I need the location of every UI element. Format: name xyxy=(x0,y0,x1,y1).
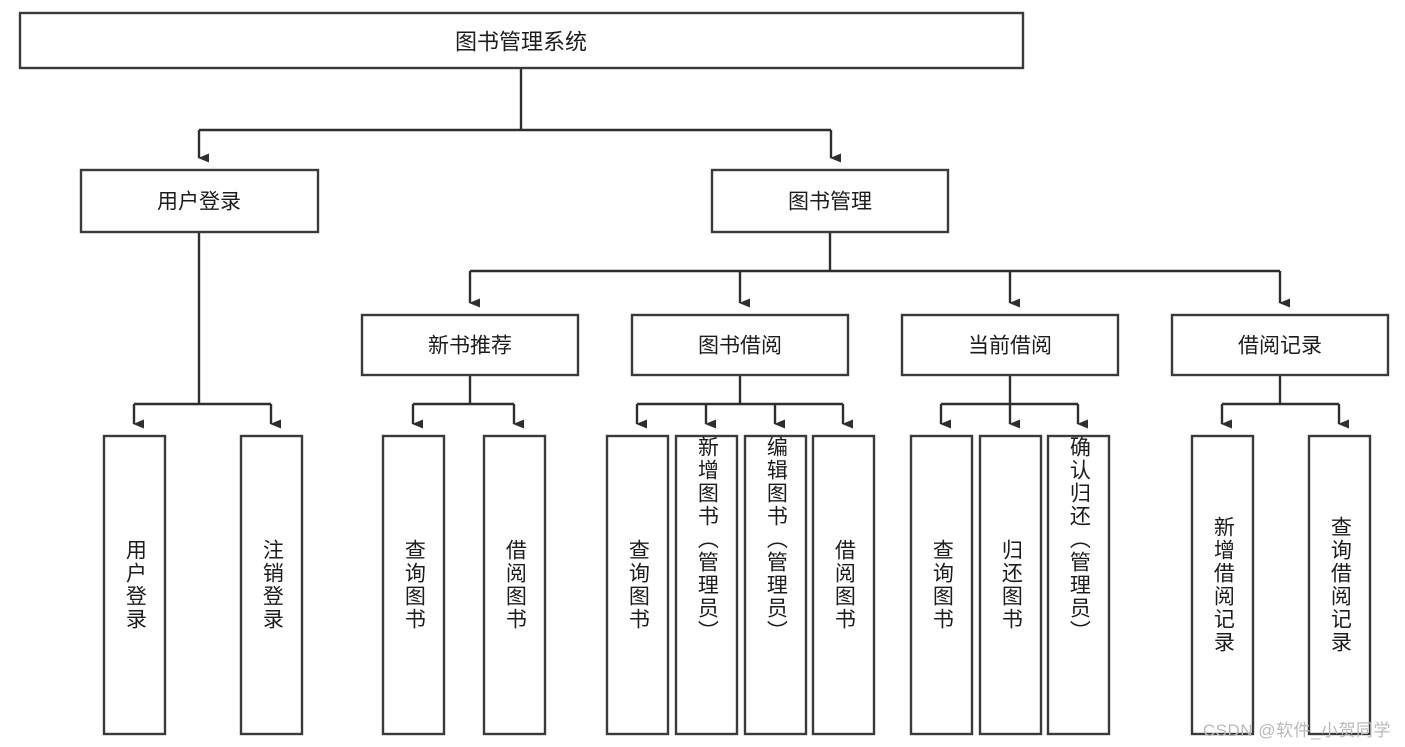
leaf-box-query-record[interactable] xyxy=(1307,434,1372,736)
node-book-borrow[interactable]: 图书借阅 xyxy=(630,313,850,377)
leaf-box-user-logout[interactable] xyxy=(239,434,304,736)
csdn-watermark: CSDN @软件_小贺同学 xyxy=(1202,721,1391,740)
node-book-manage[interactable]: 图书管理 xyxy=(710,168,950,234)
connector-borrow-record-to-leaves xyxy=(1220,375,1349,429)
node-book-manage-label: 图书管理 xyxy=(788,191,872,214)
node-root[interactable]: 图书管理系统 xyxy=(18,11,1025,70)
node-current-borrow-label: 当前借阅 xyxy=(968,335,1052,358)
leaf-box-query-book-2[interactable] xyxy=(605,434,670,736)
leaf-box-query-book-3[interactable] xyxy=(909,434,974,736)
leaf-box-query-book-1[interactable] xyxy=(381,434,446,736)
leaf-box-add-record[interactable] xyxy=(1190,434,1255,736)
leaf-box-borrow-book-2[interactable] xyxy=(811,434,876,736)
leaf-box-add-book[interactable] xyxy=(674,434,739,736)
connector-book-manage-to-level2 xyxy=(468,232,1290,308)
connector-user-login-to-leaves xyxy=(132,232,281,429)
node-current-borrow[interactable]: 当前借阅 xyxy=(900,313,1120,377)
node-borrow-record[interactable]: 借阅记录 xyxy=(1170,313,1390,377)
leaf-box-return-book[interactable] xyxy=(978,434,1043,736)
connector-new-book-rec-to-leaves xyxy=(411,375,524,429)
node-user-login-label: 用户登录 xyxy=(157,191,241,214)
node-new-book-rec[interactable]: 新书推荐 xyxy=(360,313,580,377)
node-user-login[interactable]: 用户登录 xyxy=(79,168,320,234)
leaf-boxes xyxy=(102,434,1372,736)
leaf-box-confirm-return[interactable] xyxy=(1046,434,1111,736)
leaf-box-borrow-book-1[interactable] xyxy=(482,434,547,736)
node-root-label: 图书管理系统 xyxy=(455,30,587,55)
leaf-box-user-login[interactable] xyxy=(102,434,167,736)
node-new-book-rec-label: 新书推荐 xyxy=(428,335,512,358)
connector-root-to-level1 xyxy=(197,68,841,163)
connector-book-borrow-to-leaves xyxy=(635,375,853,429)
node-borrow-record-label: 借阅记录 xyxy=(1238,335,1322,358)
connector-current-borrow-to-leaves xyxy=(939,375,1088,429)
node-book-borrow-label: 图书借阅 xyxy=(698,335,782,358)
leaf-box-edit-book[interactable] xyxy=(743,434,808,736)
